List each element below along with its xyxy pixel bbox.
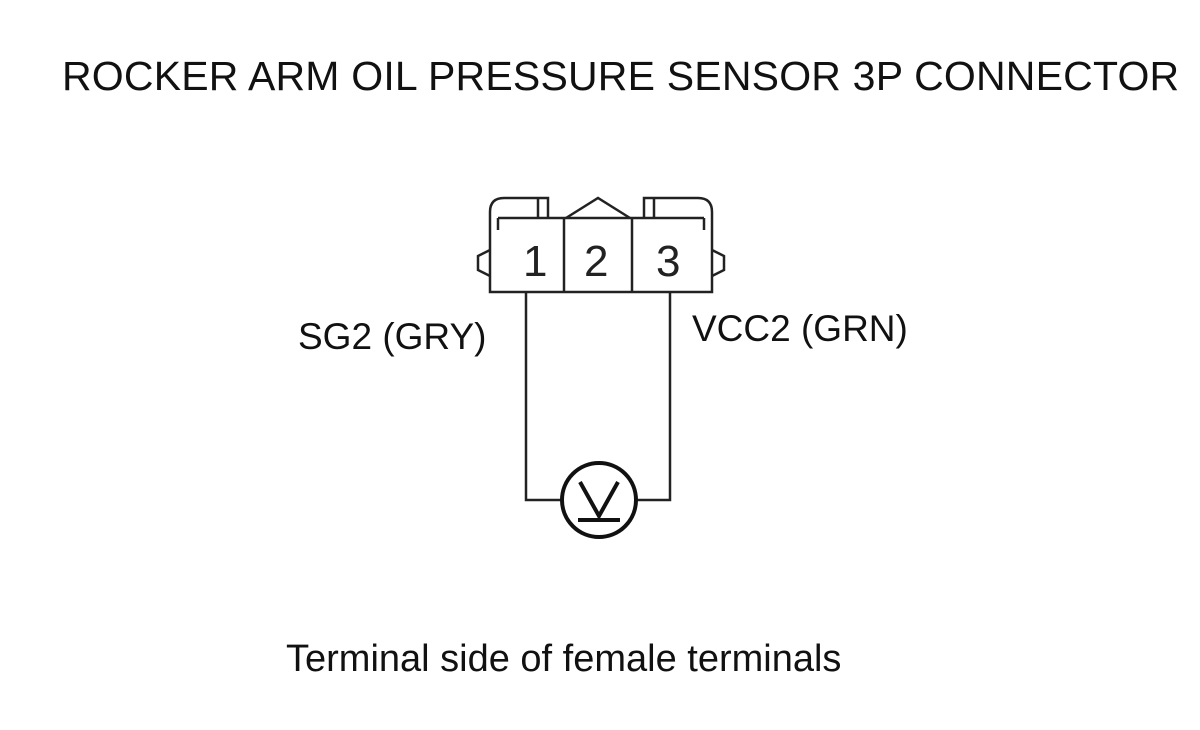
sg2-wire-label: SG2 (GRY) [298, 316, 487, 357]
pin-3-label: 3 [656, 237, 680, 286]
diagram-title: ROCKER ARM OIL PRESSURE SENSOR 3P CONNEC… [62, 53, 1180, 99]
terminal-side-caption: Terminal side of female terminals [286, 638, 842, 680]
test-wires [524, 292, 672, 502]
voltmeter-icon [560, 461, 638, 539]
pin-2-label: 2 [584, 237, 608, 286]
connector-housing [476, 196, 726, 294]
wire-sg2 [524, 292, 561, 502]
wire-vcc2 [637, 292, 672, 502]
pin-1-label: 1 [523, 237, 547, 286]
vcc2-wire-label: VCC2 (GRN) [692, 308, 908, 349]
